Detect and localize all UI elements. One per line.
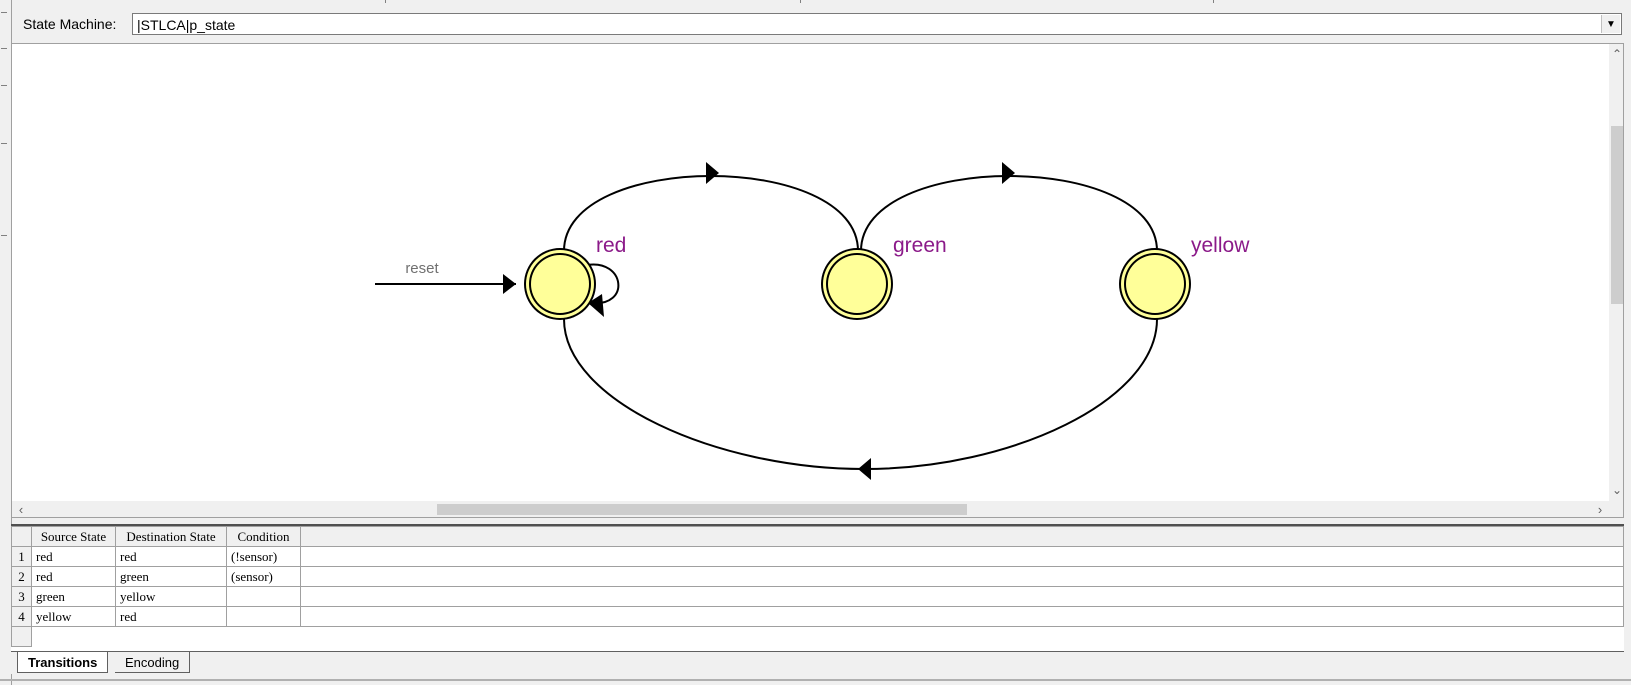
transitions-grid: Source State Destination State Condition… [11, 524, 1624, 651]
state-inner-fill [828, 255, 886, 313]
arrowhead-yellow-red [858, 458, 871, 480]
row-number[interactable]: 4 [11, 606, 32, 627]
arrowhead-green-yellow [1002, 162, 1015, 184]
state-green[interactable] [821, 248, 893, 320]
tab-encoding[interactable]: Encoding [115, 652, 191, 673]
row-number[interactable]: 1 [11, 546, 32, 567]
reset-label: reset [405, 260, 439, 277]
state-diagram-canvas[interactable]: reset red green yellow [11, 43, 1624, 518]
condition-cell[interactable]: (!sensor) [226, 546, 301, 567]
status-divider [0, 679, 1631, 681]
condition-cell[interactable]: (sensor) [226, 566, 301, 587]
table-row[interactable]: 4 yellow red [11, 606, 1624, 627]
condition-cell[interactable] [226, 586, 301, 607]
chevron-down-icon[interactable]: ▼ [1601, 15, 1620, 33]
edge-tick [1, 143, 7, 144]
state-machine-label: State Machine: [23, 16, 117, 32]
filler-cell [300, 586, 1624, 607]
arrowhead-red-green [706, 162, 719, 184]
destination-state-cell[interactable]: red [115, 546, 227, 567]
state-label-red: red [596, 234, 626, 257]
scroll-down-icon[interactable]: ⌄ [1611, 483, 1623, 497]
edge-tick [1, 12, 7, 13]
vertical-scroll-thumb[interactable] [1611, 126, 1623, 304]
source-state-cell[interactable]: yellow [31, 606, 116, 627]
column-header-filler [300, 526, 1624, 547]
horizontal-scroll-thumb[interactable] [437, 504, 967, 515]
row-number[interactable]: 3 [11, 586, 32, 607]
scroll-up-icon[interactable]: ⌃ [1611, 47, 1623, 61]
state-machine-value: |STLCA|p_state [137, 17, 236, 33]
table-row-empty[interactable] [11, 626, 1624, 647]
ruler-ticks [0, 0, 1631, 4]
scroll-right-icon[interactable]: › [1597, 502, 1603, 517]
table-row[interactable]: 3 green yellow [11, 586, 1624, 607]
bottom-tab-bar: Transitions Encoding [11, 651, 1624, 674]
destination-state-cell[interactable]: green [115, 566, 227, 587]
filler-cell [301, 627, 1624, 647]
table-row[interactable]: 2 red green (sensor) [11, 566, 1624, 587]
edge-tick [1, 48, 7, 49]
column-header-source[interactable]: Source State [31, 526, 116, 547]
edge-tick [1, 235, 7, 236]
state-label-yellow: yellow [1191, 234, 1250, 257]
scroll-corner [1609, 501, 1623, 517]
condition-cell[interactable] [226, 606, 301, 627]
scroll-left-icon[interactable]: ‹ [18, 502, 24, 517]
row-number-header [11, 526, 32, 547]
row-number[interactable] [11, 626, 32, 647]
row-number[interactable]: 2 [11, 566, 32, 587]
reset-arrowhead [503, 274, 516, 294]
filler-cell [300, 546, 1624, 567]
tab-transitions[interactable]: Transitions [17, 652, 109, 673]
destination-state-cell[interactable] [116, 627, 227, 647]
state-yellow[interactable] [1119, 248, 1191, 320]
source-state-cell[interactable]: green [31, 586, 116, 607]
state-diagram: reset red green yellow [375, 162, 1250, 480]
filler-cell [300, 566, 1624, 587]
horizontal-scrollbar[interactable]: ‹ › [12, 501, 1609, 517]
condition-cell[interactable] [227, 627, 301, 647]
vertical-scrollbar[interactable]: ⌃ ⌄ [1609, 44, 1623, 501]
destination-state-cell[interactable]: yellow [115, 586, 227, 607]
column-header-destination[interactable]: Destination State [115, 526, 227, 547]
state-inner-fill [531, 255, 589, 313]
state-machine-select[interactable]: |STLCA|p_state ▼ [132, 13, 1622, 35]
arrowhead-red-self [588, 294, 604, 317]
state-inner-fill [1126, 255, 1184, 313]
source-state-cell[interactable]: red [31, 566, 116, 587]
state-red[interactable] [524, 248, 596, 320]
filler-cell [300, 606, 1624, 627]
table-row[interactable]: 1 red red (!sensor) [11, 546, 1624, 567]
source-state-cell[interactable]: red [31, 546, 116, 567]
destination-state-cell[interactable]: red [115, 606, 227, 627]
source-state-cell[interactable] [32, 627, 116, 647]
table-header-row: Source State Destination State Condition [11, 526, 1624, 547]
column-header-condition[interactable]: Condition [226, 526, 301, 547]
edge-tick [1, 85, 7, 86]
state-label-green: green [893, 234, 947, 257]
transition-yellow-red[interactable] [563, 318, 1158, 471]
